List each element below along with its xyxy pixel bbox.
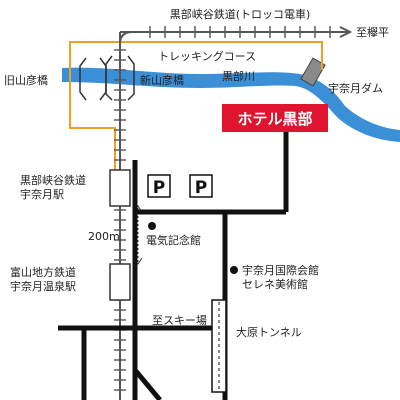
denki-kinenkan-marker — [148, 222, 156, 230]
hotel-sign — [222, 104, 328, 132]
kokusaikaikan-label-2: セレネ美術館 — [242, 277, 308, 291]
old-bridge-label: 旧山彦橋 — [4, 73, 48, 87]
to-ski-label: 至スキー場 — [152, 314, 207, 327]
kokusaikaikan-label-1: 宇奈月国際会館 — [242, 263, 319, 277]
railway-curve — [119, 31, 133, 45]
distance-label: 200m — [88, 230, 120, 243]
river-label: 黒部川 — [222, 69, 255, 83]
station1-line1: 黒部峡谷鉄道 — [20, 173, 86, 187]
kokusaikaikan-marker — [230, 266, 238, 274]
unazuki-onsen-station-box — [109, 263, 131, 301]
new-bridge-icon — [105, 55, 135, 101]
to-keyakidaira-label: 至欅平 — [356, 26, 389, 39]
trekking-course-label: トレッキングコース — [158, 49, 256, 63]
parking-icon-2 — [189, 174, 213, 198]
station1-line2: 宇奈月駅 — [20, 187, 64, 201]
dam-icon — [300, 57, 326, 87]
dam-label: 宇奈月ダム — [328, 81, 383, 95]
parking-label-1: P — [153, 178, 165, 198]
unazuki-station-box — [109, 169, 131, 207]
railway-label: 黒部峡谷鉄道(トロッコ電車) — [170, 7, 311, 21]
hotel-name: ホテル黒部 — [237, 110, 312, 128]
trekking-course-path — [69, 41, 323, 180]
kurobe-river — [62, 67, 400, 142]
parking-icon-1 — [147, 174, 171, 198]
station2-line1: 富山地方鉄道 — [10, 265, 76, 279]
parking-label-2: P — [195, 178, 207, 198]
station2-line2: 宇奈月温泉駅 — [10, 279, 76, 293]
denki-kinenkan-label: 電気記念館 — [146, 233, 201, 247]
rail-ties — [114, 26, 331, 391]
tunnel-label: 大原トンネル — [236, 325, 302, 339]
arrow-right-icon — [339, 26, 353, 38]
new-bridge-label: 新山彦橋 — [140, 73, 184, 87]
